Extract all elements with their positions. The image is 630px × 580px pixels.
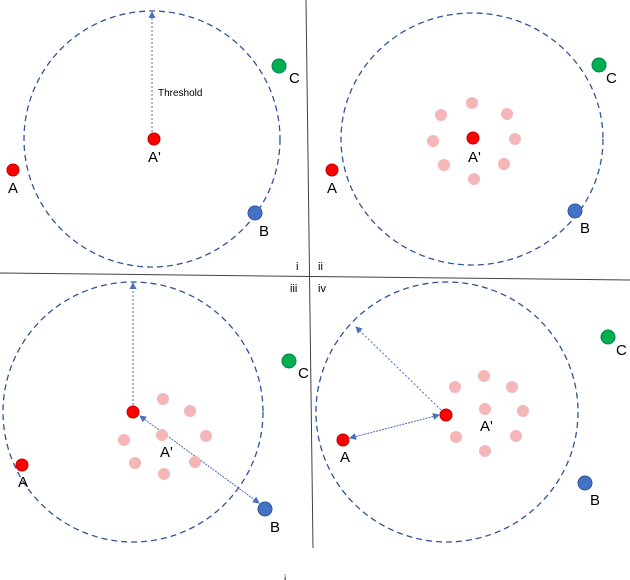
neighbor-point xyxy=(510,430,522,442)
neighbor-point xyxy=(449,381,461,393)
neighbor-point xyxy=(517,405,529,417)
point-b xyxy=(567,203,583,219)
label-a: A xyxy=(340,449,350,466)
neighbor-point xyxy=(156,429,168,441)
label-b: B xyxy=(590,492,600,509)
label-a-prime: A' xyxy=(480,418,493,435)
neighbor-point xyxy=(478,370,490,382)
point-a-prime xyxy=(126,405,140,419)
label-c: C xyxy=(616,342,627,359)
quadrant-label-i: i xyxy=(296,261,298,273)
neighbor-point xyxy=(200,430,212,442)
neighbor-point xyxy=(450,431,462,443)
quadrant-label-ii: ii xyxy=(318,261,323,273)
point-a xyxy=(336,433,350,447)
neighbor-point xyxy=(501,108,513,120)
label-b: B xyxy=(580,220,590,237)
label-c: C xyxy=(298,365,309,382)
label-c: C xyxy=(289,70,300,87)
neighbor-point xyxy=(184,405,196,417)
neighbor-point xyxy=(438,159,450,171)
neighbor-point xyxy=(468,173,480,185)
vertical-divider xyxy=(305,0,314,549)
label-a-prime: A' xyxy=(148,149,161,166)
label-c: C xyxy=(606,70,617,87)
neighbor-point xyxy=(479,403,491,415)
neighbor-point xyxy=(427,135,439,147)
neighbor-point xyxy=(118,434,130,446)
panel-ii: A' A B C xyxy=(325,12,617,266)
neighbor-point xyxy=(509,133,521,145)
threshold-circle xyxy=(340,12,604,266)
point-c xyxy=(281,353,297,369)
panel-iii: A' A B C xyxy=(2,281,309,543)
threshold-arrow xyxy=(355,326,442,411)
point-c xyxy=(600,329,616,345)
neighbor-point xyxy=(466,97,478,109)
quadrant-label-iv: iv xyxy=(318,283,326,295)
threshold-circle xyxy=(315,281,579,543)
distance-arrow-to-a xyxy=(349,413,440,440)
neighbor-point xyxy=(479,445,491,457)
label-a-prime: A' xyxy=(468,149,481,166)
neighbor-point xyxy=(435,109,447,121)
label-a: A xyxy=(18,474,28,491)
label-a-prime: A' xyxy=(160,444,173,461)
threshold-label: Threshold xyxy=(158,88,202,99)
horizontal-divider xyxy=(0,272,630,281)
point-c xyxy=(271,58,287,74)
point-b xyxy=(247,205,263,221)
point-c xyxy=(591,57,607,73)
point-b xyxy=(257,501,273,517)
label-a: A xyxy=(8,180,18,197)
point-a-prime xyxy=(147,132,161,146)
label-b: B xyxy=(270,519,280,536)
label-a: A xyxy=(327,180,337,197)
panel-i: Threshold A' A B C xyxy=(6,10,300,268)
point-a xyxy=(15,458,29,472)
neighbor-point xyxy=(158,468,170,480)
point-a-prime xyxy=(439,408,453,422)
neighbor-point xyxy=(189,456,201,468)
neighbor-point xyxy=(129,457,141,469)
neighbor-point xyxy=(506,381,518,393)
point-a xyxy=(6,163,20,177)
neighbor-point xyxy=(157,393,169,405)
point-a xyxy=(325,163,339,177)
panel-iv: A' A B C xyxy=(315,281,627,543)
point-a-prime xyxy=(466,131,480,145)
neighbor-point xyxy=(498,158,510,170)
point-b xyxy=(577,475,593,491)
label-b: B xyxy=(259,223,269,240)
quadrant-label-iii: iii xyxy=(290,283,297,295)
footer-mark: i xyxy=(284,574,286,580)
